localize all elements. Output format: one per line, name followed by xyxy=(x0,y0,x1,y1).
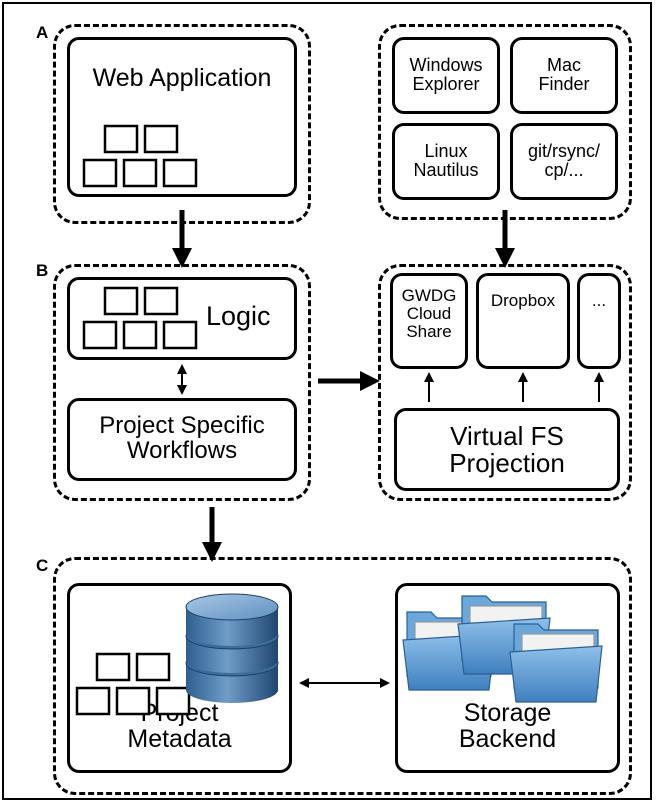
block-stack-icon xyxy=(82,124,198,188)
virtual-fs-title: Virtual FS Projection xyxy=(449,421,565,479)
client-label: Mac Finder xyxy=(538,55,590,94)
target-label: Dropbox xyxy=(490,291,556,310)
client-mac-finder: Mac Finder xyxy=(510,37,618,114)
virtual-fs-box: Virtual FS Projection xyxy=(394,408,620,491)
section-label-c: C xyxy=(36,556,49,575)
persistence-group xyxy=(53,557,632,795)
block-stack-icon xyxy=(82,286,198,350)
logic-title: Logic xyxy=(206,301,271,331)
section-label-b: B xyxy=(36,261,49,280)
workflows-title: Project Specific Workflows xyxy=(99,412,265,465)
target-label: GWDG Cloud Share xyxy=(401,286,457,341)
storage-title: Storage Backend xyxy=(458,699,557,754)
target-label: ... xyxy=(591,291,607,310)
target-gwdg-cloud-share: GWDG Cloud Share xyxy=(390,273,468,369)
target-more: ... xyxy=(577,273,621,369)
client-label: git/rsync/ cp/... xyxy=(527,141,601,180)
target-dropbox: Dropbox xyxy=(476,273,570,369)
client-linux-nautilus: Linux Nautilus xyxy=(392,123,500,200)
client-label: Linux Nautilus xyxy=(413,141,479,180)
client-label: Windows Explorer xyxy=(409,55,483,94)
folder-stack-icon xyxy=(402,595,603,703)
database-icon xyxy=(185,593,279,703)
block-stack-icon xyxy=(75,652,191,716)
client-windows-explorer: Windows Explorer xyxy=(392,37,500,114)
workflows-box: Project Specific Workflows xyxy=(67,398,297,481)
section-label-a: A xyxy=(36,23,49,42)
web-application-title: Web Application xyxy=(92,64,272,92)
client-git-rsync-cp: git/rsync/ cp/... xyxy=(510,123,618,200)
